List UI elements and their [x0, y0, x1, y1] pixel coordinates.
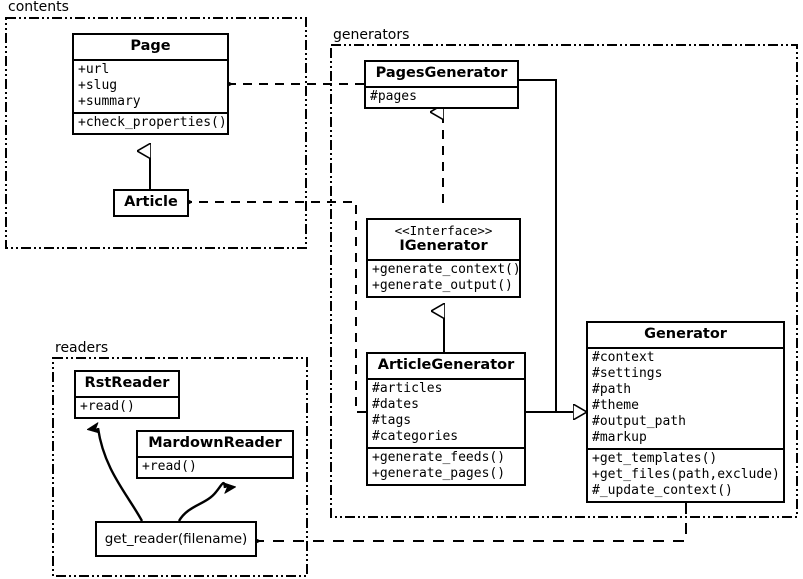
method-row: +generate_output()	[372, 278, 513, 293]
method-row: #_update_context()	[592, 483, 733, 498]
class-name-page: Page	[130, 38, 171, 54]
function-box-get-reader[interactable]: get_reader(filename)	[95, 521, 257, 557]
attribute-row: #tags	[372, 413, 412, 428]
method-row: +read()	[142, 459, 197, 474]
attribute-row: #context	[592, 350, 655, 365]
attribute-row: #articles	[372, 381, 443, 396]
class-methods-mardownreader: +read()	[138, 456, 292, 477]
class-box-generator[interactable]: Generator #context #settings #path #them…	[586, 321, 785, 503]
class-box-mardownreader[interactable]: MardownReader +read()	[136, 430, 294, 479]
class-box-pagesgenerator[interactable]: PagesGenerator #pages	[364, 60, 519, 109]
class-box-rstreader[interactable]: RstReader +read()	[74, 370, 180, 419]
class-attributes-generator: #context #settings #path #theme #output_…	[588, 347, 783, 448]
package-label-contents: contents	[6, 0, 71, 15]
attribute-row: #markup	[592, 430, 647, 445]
attribute-row: #settings	[592, 366, 663, 381]
method-row: +generate_feeds()	[372, 450, 506, 465]
class-attributes-articlegenerator: #articles #dates #tags #categories	[368, 378, 524, 447]
method-row: +get_templates()	[592, 451, 718, 466]
class-methods-articlegenerator: +generate_feeds() +generate_pages()	[368, 447, 524, 484]
class-box-page[interactable]: Page +url +slug +summary +check_properti…	[72, 33, 229, 135]
class-stereotype-igenerator: <<Interface>>	[394, 223, 493, 238]
method-row: +generate_pages()	[372, 466, 506, 481]
class-name-rstreader: RstReader	[84, 375, 170, 391]
relationship-generator-depends-get-reader	[259, 503, 687, 541]
class-name-generator: Generator	[644, 326, 727, 342]
method-row: +check_properties()	[78, 115, 227, 130]
class-box-article[interactable]: Article	[113, 189, 189, 217]
function-label-get-reader: get_reader(filename)	[104, 531, 248, 547]
class-name-igenerator: IGenerator	[399, 238, 488, 254]
class-methods-generator: +get_templates() +get_files(path,exclude…	[588, 448, 783, 501]
attribute-row: +summary	[78, 94, 141, 109]
relationship-articlegenerator-depends-article	[191, 202, 366, 413]
attribute-row: #path	[592, 382, 632, 397]
attribute-row: #output_path	[592, 414, 686, 429]
method-row: +generate_context()	[372, 262, 521, 277]
attribute-row: #dates	[372, 397, 419, 412]
class-methods-igenerator: +generate_context() +generate_output()	[368, 259, 521, 296]
method-row: +get_files(path,exclude)	[592, 467, 780, 482]
attribute-row: #categories	[372, 429, 459, 444]
relationship-generators-inherit-generator	[519, 79, 586, 412]
attribute-row: +slug	[78, 78, 118, 93]
class-methods-page: +check_properties()	[74, 112, 227, 133]
attribute-row: +url	[78, 62, 110, 77]
relationship-get-reader-returns-mardownreader	[177, 481, 225, 522]
method-row: +read()	[80, 399, 135, 414]
class-box-articlegenerator[interactable]: ArticleGenerator #articles #dates #tags …	[366, 352, 526, 486]
class-attributes-pagesgenerator: #pages	[366, 86, 517, 107]
class-attributes-page: +url +slug +summary	[74, 59, 227, 112]
class-name-mardownreader: MardownReader	[148, 435, 282, 451]
class-name-pagesgenerator: PagesGenerator	[375, 65, 508, 81]
package-label-readers: readers	[53, 340, 111, 356]
package-label-generators: generators	[331, 27, 412, 43]
class-methods-rstreader: +read()	[76, 396, 178, 417]
attribute-row: #theme	[592, 398, 639, 413]
class-name-article: Article	[124, 194, 178, 210]
class-box-igenerator[interactable]: <<Interface>> IGenerator +generate_conte…	[366, 218, 521, 298]
attribute-row: #pages	[370, 89, 417, 104]
class-name-articlegenerator: ArticleGenerator	[377, 357, 515, 373]
